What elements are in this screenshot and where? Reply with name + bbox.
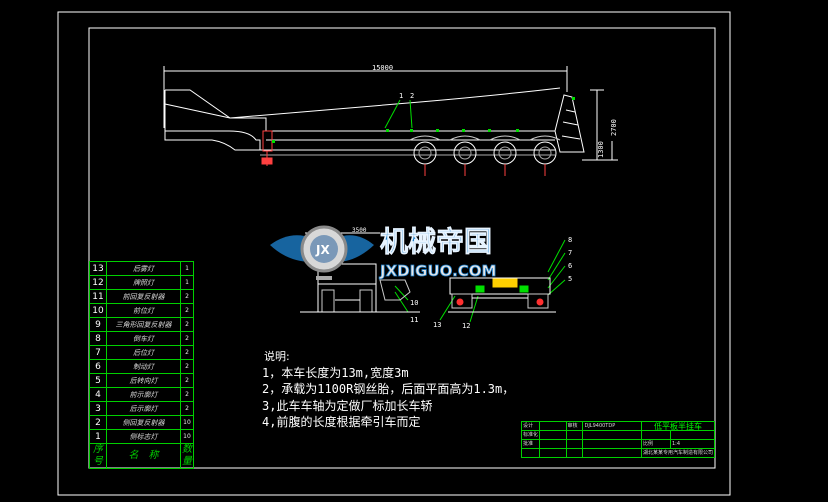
part-name: 后位灯 [106,345,181,360]
part-quantity: 1 [180,261,194,276]
header-no: 序号 [89,443,107,469]
tb-scale-label: 比例 [640,439,671,449]
part-quantity: 10 [180,415,194,430]
callout-7: 7 [568,249,572,257]
header-name: 名 称 [106,443,181,469]
watermark-url: JXDIGUO.COM [379,262,496,280]
inner-border [88,27,716,469]
part-quantity: 2 [180,345,194,360]
part-quantity: 2 [180,387,194,402]
part-number: 4 [89,387,107,402]
trailer-wheels [409,135,561,176]
drawing-title: 低平板半挂车 [640,421,716,431]
callout-1: 1 [399,92,403,100]
tb-role-2: 审核 [565,421,584,431]
platform-height-dimension: 1300 [597,141,605,158]
callout-2: 2 [410,92,414,100]
part-quantity: 2 [180,289,194,304]
part-number: 9 [89,317,107,332]
side-marker-lamps [272,97,575,143]
callout-11: 11 [410,316,418,324]
tb-role-1: 设计 [520,421,541,431]
callout-12: 12 [462,322,470,330]
part-quantity: 1 [180,275,194,290]
tb-code: DJL9400TDP [582,421,642,431]
part-name: 侧标志灯 [106,429,181,444]
part-name: 后转向灯 [106,373,181,388]
part-name: 制动灯 [106,359,181,374]
part-name: 侧回复反射器 [106,415,181,430]
note-3: 3,此车车轴为定做厂标加长车轿 [262,399,433,413]
part-number: 7 [89,345,107,360]
tb-company: 湖北某某专用汽车制造有限公司 [640,448,716,458]
outer-border [57,11,731,496]
callout-8: 8 [568,236,572,244]
rear-width-dimension: 3500 [352,227,367,234]
parts-list-header: 序号 名 称 数量 [89,443,194,469]
part-quantity: 2 [180,331,194,346]
note-1: 1，本车长度为13m,宽度3m [262,366,409,380]
tb-role-4: 批准 [520,439,541,449]
part-number: 13 [89,261,107,276]
title-block: 设计 审核 DJL9400TDP 低平板半挂车 标准化 批准 比例 1:4 湖北… [520,421,716,458]
part-name: 倒车灯 [106,331,181,346]
callout-5: 5 [568,275,572,283]
header-qty: 数量 [180,443,194,469]
callout-numbers: 1 2 8 7 6 5 10 11 13 12 [399,92,572,330]
watermark-logo-letters: JX [315,243,330,257]
part-number: 1 [89,429,107,444]
notes-title: 说明: [264,350,290,363]
part-quantity: 2 [180,317,194,332]
length-dimension: 15000 [372,64,393,72]
tb-scale-value: 1:4 [669,439,716,449]
tb-role-3: 标准化 [520,430,541,440]
part-number: 11 [89,289,107,304]
part-number: 8 [89,331,107,346]
callout-6: 6 [568,262,572,270]
trailer-rear-view [300,232,556,313]
callout-13: 13 [433,321,441,329]
part-name: 后雾灯 [106,261,181,276]
part-number: 5 [89,373,107,388]
part-quantity: 2 [180,401,194,416]
part-name: 牌照灯 [106,275,181,290]
part-quantity: 10 [180,429,194,444]
part-quantity: 2 [180,303,194,318]
watermark-title: 机械帝国 [380,225,492,258]
part-name: 前位灯 [106,303,181,318]
part-number: 10 [89,303,107,318]
part-name: 三角形回复反射器 [106,317,181,332]
watermark-logo [270,225,374,280]
part-quantity: 2 [180,359,194,374]
part-quantity: 2 [180,373,194,388]
part-number: 3 [89,401,107,416]
part-number: 2 [89,415,107,430]
part-name: 前回复反射器 [106,289,181,304]
callout-leaders [384,99,566,323]
note-2: 2，承载为1100R钢丝胎，后面平面高为1.3m， [262,382,515,396]
note-4: 4,前腹的长度根据牵引车而定 [262,415,421,429]
part-number: 6 [89,359,107,374]
part-number: 12 [89,275,107,290]
height-dimension: 2700 [610,119,618,136]
callout-10: 10 [410,299,418,307]
part-name: 前示廓灯 [106,387,181,402]
part-name: 后示廓灯 [106,401,181,416]
